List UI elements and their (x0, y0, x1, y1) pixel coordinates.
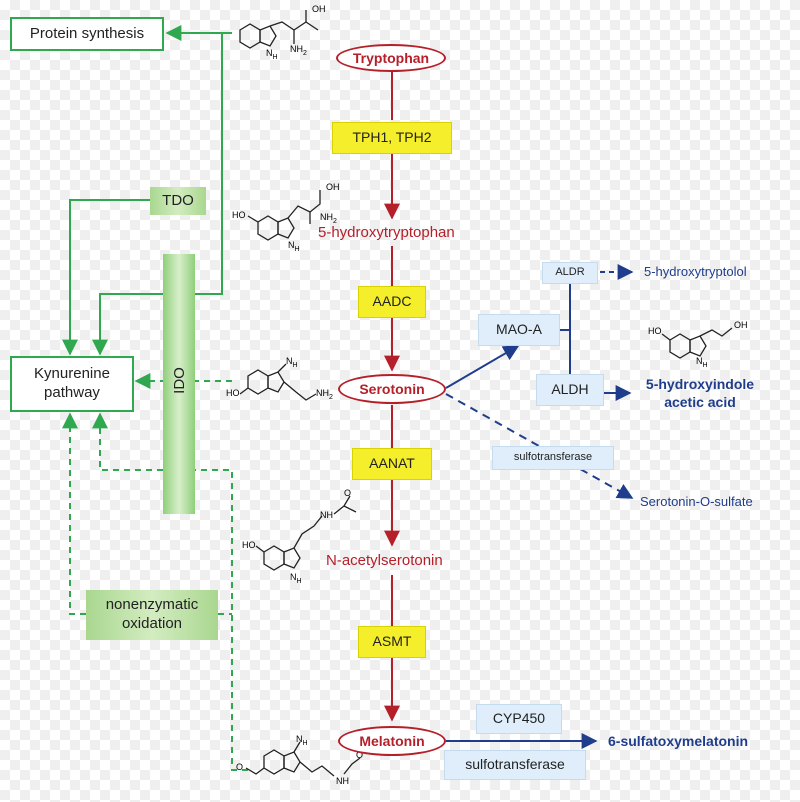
nas-ho-label: HO (242, 540, 256, 550)
melatonin-acetyl-o-label: O (356, 750, 364, 760)
melatonin-structure-icon (245, 741, 361, 777)
sulfatoxymelatonin-label: 6-sulfatoxymelatonin (608, 733, 749, 749)
hiaa-nh-label: NH (696, 356, 708, 369)
hiaa-structure-icon (661, 327, 733, 359)
tph-enzyme-box: TPH1, TPH2 (332, 122, 452, 154)
asmt-enzyme-box: ASMT (358, 626, 426, 658)
serotonin-ho-label: HO (226, 388, 240, 398)
ido-label: IDO (170, 366, 188, 394)
nas-o-label: O (344, 488, 352, 498)
hiaa-label: 5-hydroxyindole acetic acid (645, 376, 755, 411)
htp-label: 5-hydroxytryptophan (318, 224, 455, 241)
melatonin-n-label: NH (296, 734, 308, 747)
tryptophan-n-label: NH (266, 48, 278, 61)
aadc-enzyme-box: AADC (358, 286, 426, 318)
sulfotransferase-serotonin-box: sulfotransferase (492, 446, 614, 470)
nas-n-label: NH (320, 510, 333, 520)
tryptophan-structure-icon (239, 10, 319, 49)
nas-nh-label: NH (290, 572, 302, 585)
tryptophan-node: Tryptophan (336, 44, 446, 72)
cyp450-enzyme-box: CYP450 (476, 704, 562, 734)
protein-synthesis-box: Protein synthesis (10, 17, 164, 51)
htp-nh2-label: NH2 (320, 212, 337, 225)
htp-ho-label: HO (232, 210, 246, 220)
aldh-enzyme-box: ALDH (536, 374, 604, 406)
hiaa-ho-label: HO (648, 326, 662, 336)
hydroxytryptolol-label: 5-hydroxytryptolol (644, 264, 747, 279)
tryptophan-oh-label: OH (312, 4, 326, 14)
melatonin-node: Melatonin (338, 726, 446, 756)
tryptophan-nh2-label: NH2 (290, 44, 307, 57)
nas-label: N-acetylserotonin (326, 552, 443, 569)
melatonin-o-label: O (236, 762, 244, 772)
htp-oh-label: OH (326, 182, 340, 192)
sulfotransferase-melatonin-box: sulfotransferase (444, 750, 586, 780)
serotonin-o-sulfate-label: Serotonin-O-sulfate (640, 494, 753, 509)
nonenzymatic-oxidation-box: nonenzymatic oxidation (86, 590, 218, 640)
serotonin-structure-icon (239, 363, 317, 401)
aldr-enzyme-box: ALDR (542, 262, 598, 284)
hiaa-oh-label: OH (734, 320, 748, 330)
aanat-enzyme-box: AANAT (352, 448, 432, 480)
nas-structure-icon (255, 495, 357, 571)
htp-structure-icon (247, 190, 321, 241)
ido-enzyme-bar (163, 254, 195, 514)
mao-a-enzyme-box: MAO-A (478, 314, 560, 346)
kynurenine-pathway-box: Kynurenine pathway (10, 356, 134, 412)
melatonin-nh-label: NH (336, 776, 349, 786)
serotonin-node: Serotonin (338, 374, 446, 404)
htp-n-label: NH (288, 240, 300, 253)
serotonin-n-label: NH (286, 356, 298, 369)
tdo-enzyme-box: TDO (150, 187, 206, 215)
serotonin-nh2-label: NH2 (316, 388, 333, 401)
